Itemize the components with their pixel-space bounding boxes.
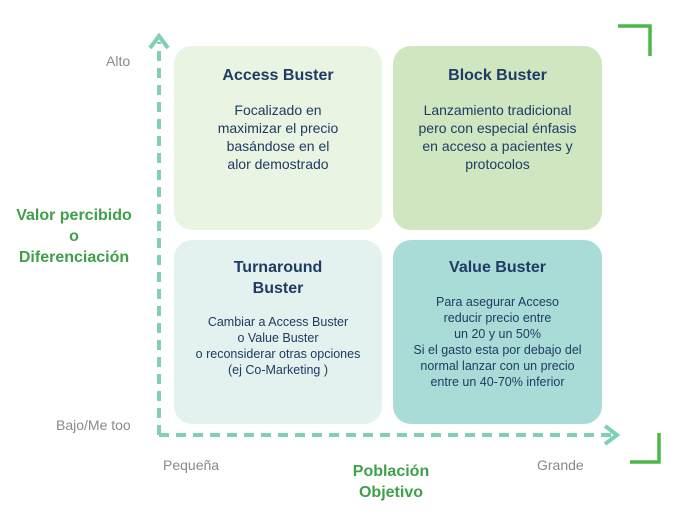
quadrant-turnaround-buster: Turnaround Buster Cambiar a Access Buste… [174, 240, 382, 424]
x-axis-low-label: Pequeña [163, 457, 220, 473]
quadrant-access-buster: Access Buster Focalizado en maximizar el… [174, 46, 382, 230]
y-axis-low-label: Bajo/Me too [56, 417, 131, 433]
quadrant-title: Access Buster [222, 67, 334, 84]
quadrant-block-buster: Block Buster Lanzamiento tradicional per… [393, 46, 602, 230]
quadrant-description: Para asegurar Acceso reducir precio entr… [413, 295, 582, 389]
quadrant-value-buster: Value Buster Para asegurar Acceso reduci… [393, 240, 602, 424]
quadrant-title: Value Buster [449, 259, 546, 276]
corner-bracket-top-right [618, 24, 652, 56]
quadrant-description: Focalizado en maximizar el precio basánd… [217, 102, 339, 172]
x-axis-arrowhead [603, 424, 621, 446]
y-axis-arrowhead [148, 32, 170, 50]
y-axis-title: Valor percibido o Diferenciación [16, 207, 132, 266]
quadrant-description: Lanzamiento tradicional pero con especia… [418, 102, 577, 172]
x-axis-title: Población Objetivo [352, 463, 430, 501]
corner-bracket-bottom-right [630, 433, 661, 464]
quadrant-title: Turnaround Buster [233, 259, 323, 297]
y-axis-high-label: Alto [106, 53, 131, 69]
quadrant-description: Cambiar a Access Buster o Value Buster o… [195, 315, 361, 377]
quadrant-title: Block Buster [448, 67, 547, 84]
x-axis-high-label: Grande [537, 457, 584, 473]
